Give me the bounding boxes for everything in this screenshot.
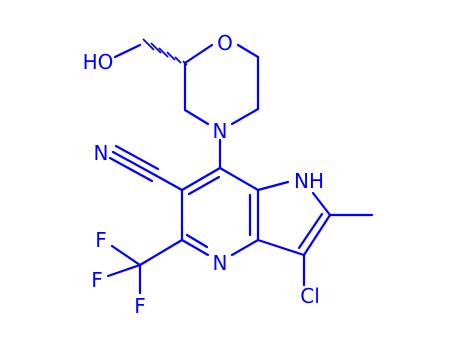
atom-hydroxyl: HO — [83, 50, 114, 74]
bond-cf3-f1 — [110, 244, 142, 267]
bond-o-c6 — [236, 43, 260, 59]
atom-morpholine-nitrogen: N — [213, 119, 228, 143]
bond-c6-cn — [153, 173, 184, 192]
bond-c7a-n1 — [256, 180, 290, 192]
atom-fluorine-3: F — [134, 294, 146, 318]
bond-n4-c5 — [180, 238, 210, 257]
atom-fluorine-1: F — [95, 228, 107, 252]
bond-c7-c7a — [218, 166, 260, 192]
bond-c5-cf3 — [138, 238, 184, 267]
bond-c2-o — [183, 43, 214, 65]
bond-c2-c3 — [302, 213, 332, 257]
bond-c6-c7-inner — [187, 175, 221, 196]
atom-pyrrole-nh: NH — [294, 169, 324, 193]
bond-cn-triple-1 — [111, 150, 157, 177]
bond-n1-c2 — [311, 191, 332, 217]
bond-cf3-f2 — [106, 263, 142, 278]
atom-labels: HO O N N NH N Cl F F F — [83, 31, 324, 318]
atom-nitrile-nitrogen: N — [94, 141, 109, 165]
hashed-wedge-bond — [142, 38, 188, 66]
bonds — [106, 38, 374, 295]
atom-chlorine: Cl — [300, 284, 320, 308]
atom-pyridine-nitrogen: N — [213, 251, 228, 275]
bond-n4-c5-inner — [185, 233, 209, 249]
bond-c3a-n4 — [230, 238, 260, 257]
bond-n-c3 — [183, 108, 210, 126]
atom-fluorine-2: F — [91, 268, 103, 292]
bond-cn-triple-3 — [108, 156, 154, 183]
atom-morpholine-oxygen: O — [217, 31, 233, 55]
bond-c3-c3a — [256, 238, 306, 257]
bond-ch2-oh — [113, 43, 142, 59]
bond-c6-c7 — [180, 166, 222, 192]
bond-c5-n — [230, 107, 260, 126]
bond-c2-c3-inner — [297, 212, 324, 250]
bond-cn-triple-2 — [114, 144, 160, 171]
